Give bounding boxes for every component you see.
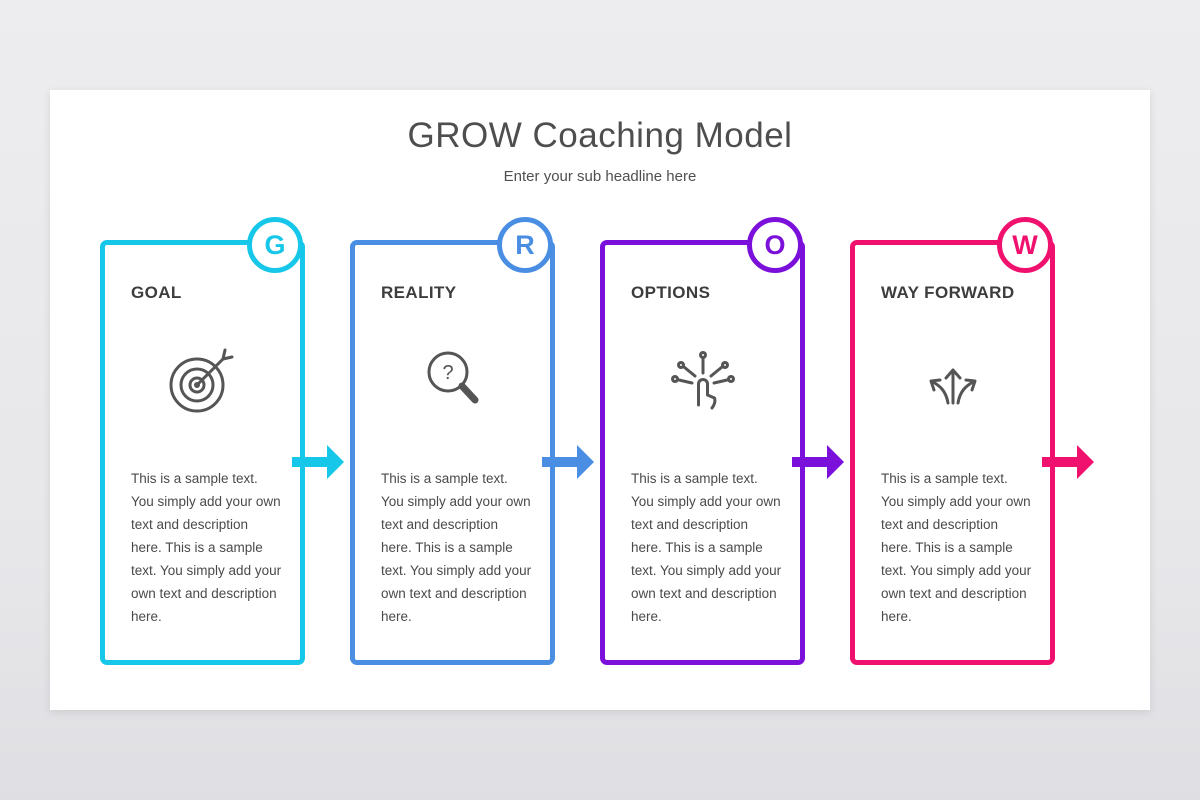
cards-row: G GOAL This is a sample text. You simply… — [100, 217, 1094, 665]
card-title-options: OPTIONS — [631, 283, 711, 302]
question-glyph: ? — [442, 362, 453, 384]
card-title-way-forward: WAY FORWARD — [881, 283, 1015, 302]
flow-arrow-reality — [542, 445, 595, 479]
badge-letter: G — [264, 229, 286, 260]
card-body-way-forward: This is a sample text. You simply add yo… — [881, 471, 1032, 624]
letter-badge-o: O — [747, 217, 803, 273]
branching-arrows-icon — [855, 337, 1050, 421]
badge-letter: R — [515, 229, 535, 260]
badge-letter: W — [1012, 229, 1038, 260]
card-title-goal: GOAL — [131, 283, 182, 302]
magnifier-question-icon: ? — [355, 337, 550, 421]
card-body-options: This is a sample text. You simply add yo… — [631, 471, 782, 624]
flow-arrow-goal — [292, 445, 345, 479]
flow-arrow-options — [792, 445, 845, 479]
slide: GROW Coaching Model Enter your sub headl… — [50, 90, 1150, 710]
card-goal: G GOAL This is a sample text. You simply… — [100, 217, 344, 665]
card-reality: R REALITY ? This is a sample text. You s… — [350, 217, 594, 665]
badge-letter: O — [764, 229, 786, 260]
card-body-reality: This is a sample text. You simply add yo… — [381, 471, 532, 624]
target-dart-icon — [105, 337, 300, 421]
letter-badge-w: W — [997, 217, 1053, 273]
card-body-goal: This is a sample text. You simply add yo… — [131, 471, 282, 624]
flow-arrow-way-forward — [1042, 445, 1095, 479]
touch-options-icon — [605, 337, 800, 421]
subtitle: Enter your sub headline here — [503, 168, 697, 185]
letter-badge-g: G — [247, 217, 303, 273]
card-way-forward: W WAY FORWARD This is a sample text. You… — [850, 217, 1094, 665]
card-title-reality: REALITY — [381, 283, 457, 302]
letter-badge-r: R — [497, 217, 553, 273]
card-options: O OPTIONS This is a sample text. You sim… — [600, 217, 844, 665]
page-title: GROW Coaching Model — [407, 116, 793, 155]
